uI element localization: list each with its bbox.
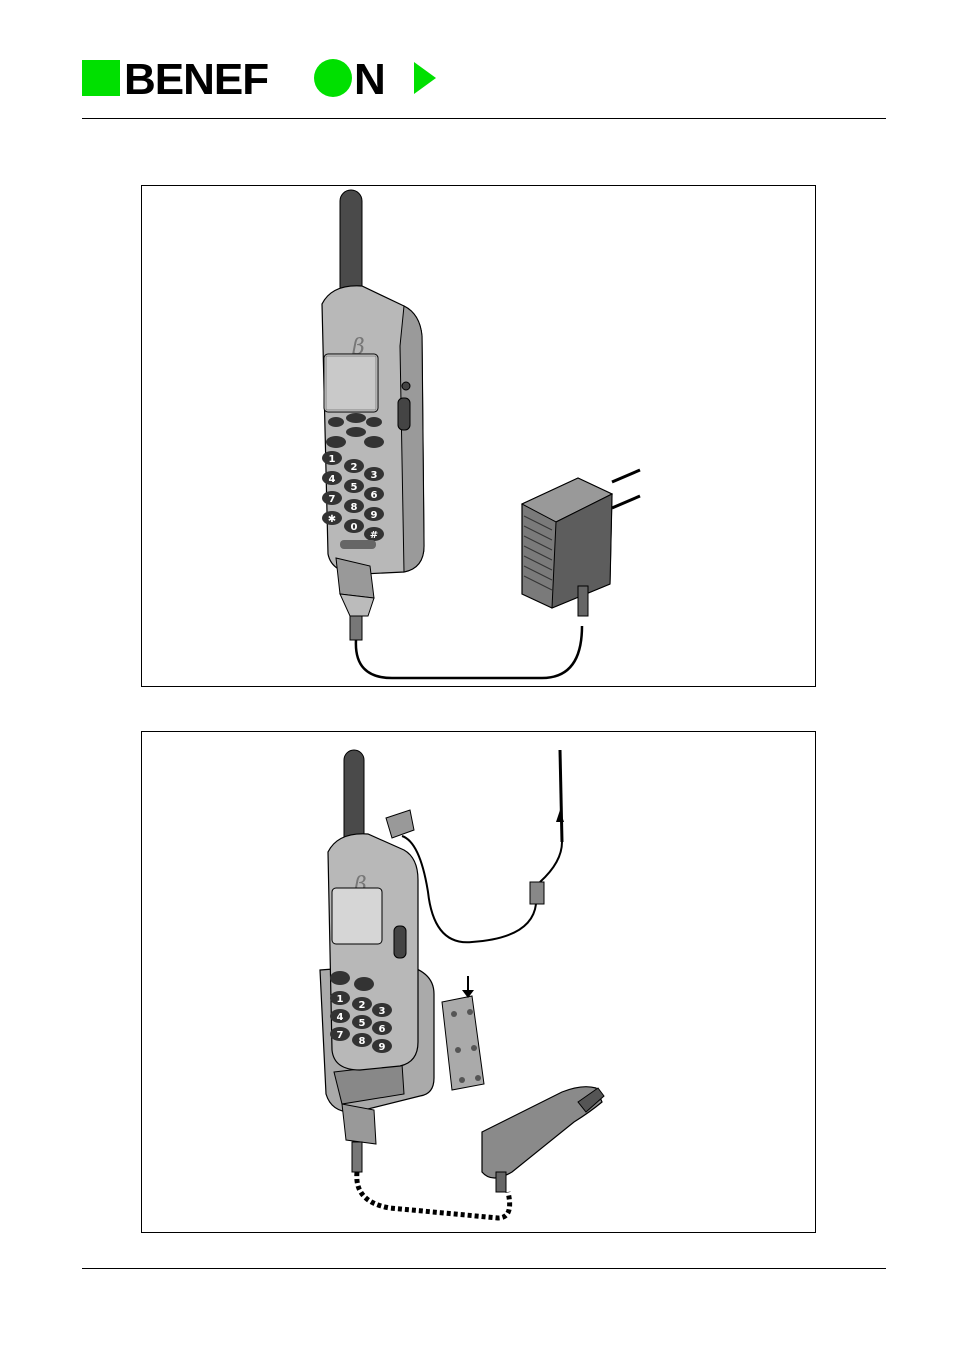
svg-text:✱: ✱ (328, 514, 336, 525)
svg-text:2: 2 (351, 462, 358, 473)
svg-text:4: 4 (329, 474, 336, 485)
svg-text:5: 5 (359, 1018, 366, 1029)
travel-charger (522, 470, 640, 616)
antenna (340, 190, 362, 298)
svg-text:9: 9 (379, 1042, 386, 1053)
logo-square (82, 60, 120, 96)
logo-text-prefix: BENEF (124, 56, 268, 100)
handset: β 1 2 3 4 5 6 7 8 9 ✱ (322, 286, 424, 574)
charger-cable (356, 626, 582, 678)
header-rule (82, 118, 886, 119)
svg-text:8: 8 (359, 1036, 366, 1047)
svg-text:7: 7 (337, 1030, 344, 1041)
logo-arrow (414, 62, 436, 94)
footer-rule (82, 1268, 886, 1269)
plug-pin (612, 470, 640, 482)
handset-display (332, 888, 382, 944)
side-volume-key (398, 398, 410, 430)
cigarette-lighter-adapter (482, 1087, 604, 1192)
mounting-plate (442, 976, 484, 1090)
svg-text:1: 1 (329, 454, 336, 465)
svg-text:5: 5 (351, 482, 358, 493)
svg-text:8: 8 (351, 502, 358, 513)
svg-text:7: 7 (329, 494, 336, 505)
svg-text:3: 3 (379, 1006, 386, 1017)
svg-text:9: 9 (371, 510, 378, 521)
svg-text:6: 6 (379, 1024, 386, 1035)
coiled-cable (357, 1172, 510, 1218)
logo-circle (314, 59, 352, 97)
logo-text-suffix: N (354, 56, 385, 100)
svg-text:#: # (370, 530, 378, 541)
svg-text:3: 3 (371, 470, 378, 481)
side-volume-key (394, 926, 406, 958)
handset: β 1 2 3 4 5 6 7 8 9 (328, 834, 418, 1070)
system-connector (342, 1104, 376, 1172)
svg-text:4: 4 (337, 1012, 344, 1023)
figure-car-kit: β 1 2 3 4 5 6 7 8 9 (141, 731, 816, 1233)
brand-logo: BENEF N (82, 56, 442, 100)
svg-text:2: 2 (359, 1000, 366, 1011)
system-connector (336, 558, 374, 640)
figure-charger: β 1 2 3 4 5 6 7 8 9 ✱ (141, 185, 816, 687)
antenna-cable (402, 836, 536, 942)
svg-text:0: 0 (351, 522, 358, 533)
svg-text:6: 6 (371, 490, 378, 501)
svg-text:1: 1 (337, 994, 344, 1005)
plug-pin (612, 496, 640, 508)
